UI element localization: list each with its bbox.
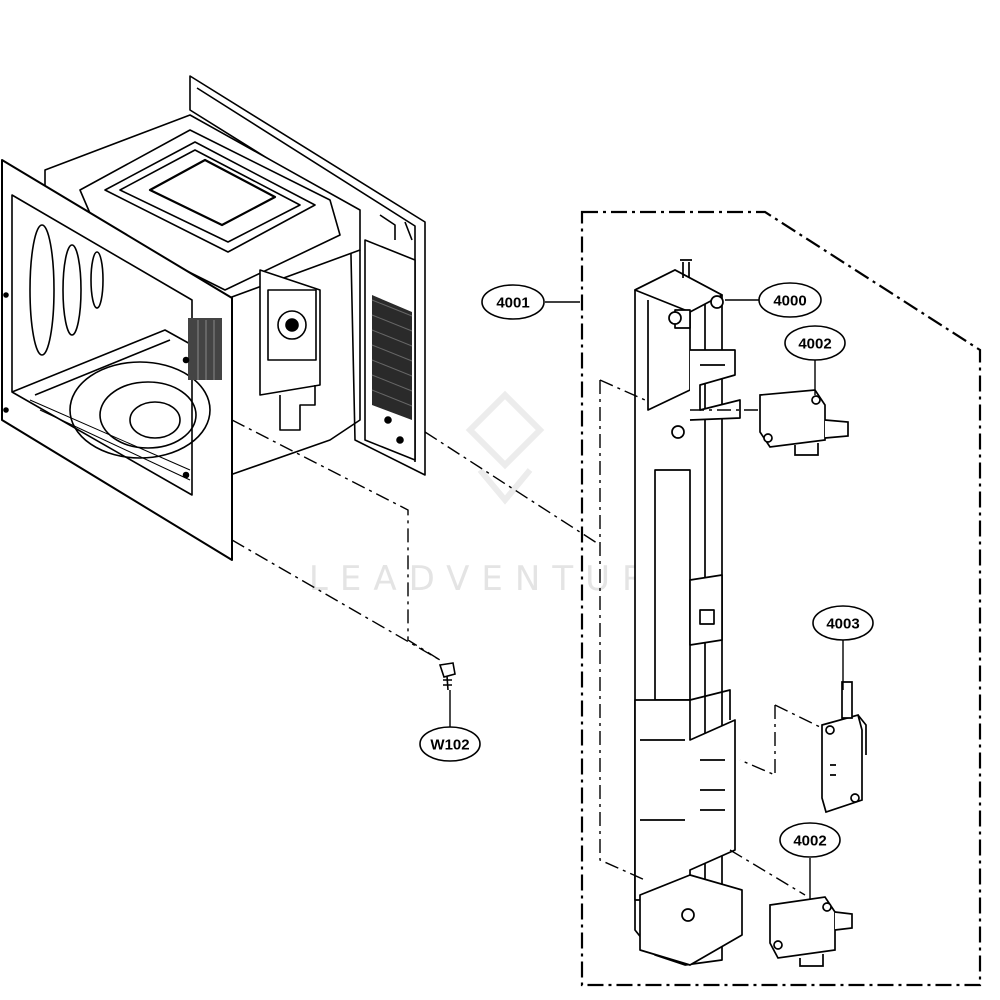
callout-bubble	[481, 284, 545, 320]
watermark-text: LEADVENTURE	[309, 559, 691, 599]
micro-switch-bottom	[769, 896, 853, 967]
callout-4002-top: 4002	[784, 325, 846, 361]
callout-label: 4003	[826, 616, 859, 633]
callout-label: 4002	[793, 833, 826, 850]
callout-label: W102	[430, 737, 469, 754]
screw-w102	[438, 662, 456, 691]
callout-leaders	[449, 299, 844, 900]
micro-switch-middle	[821, 681, 867, 814]
callout-bubble	[779, 822, 841, 858]
callout-label: 4002	[798, 336, 831, 353]
assembly-boundary	[580, 210, 982, 987]
callout-4001: 4001	[481, 284, 545, 320]
callout-4000: 4000	[758, 282, 822, 318]
callout-4003: 4003	[812, 605, 874, 641]
microwave-cabinet	[1, 75, 426, 561]
watermark: LEADVENTURE	[309, 390, 691, 599]
callout-bubble	[758, 282, 822, 318]
callout-bubble	[812, 605, 874, 641]
callout-label: 4001	[496, 295, 529, 312]
latch-bracket	[634, 259, 743, 966]
callout-bubble	[784, 325, 846, 361]
callout-w102: W102	[419, 726, 481, 762]
callout-bubble	[419, 726, 481, 762]
micro-switch-top	[759, 389, 849, 456]
callout-label: 4000	[773, 293, 806, 310]
guide-lines	[231, 379, 823, 896]
callout-4002-bottom: 4002	[779, 822, 841, 858]
